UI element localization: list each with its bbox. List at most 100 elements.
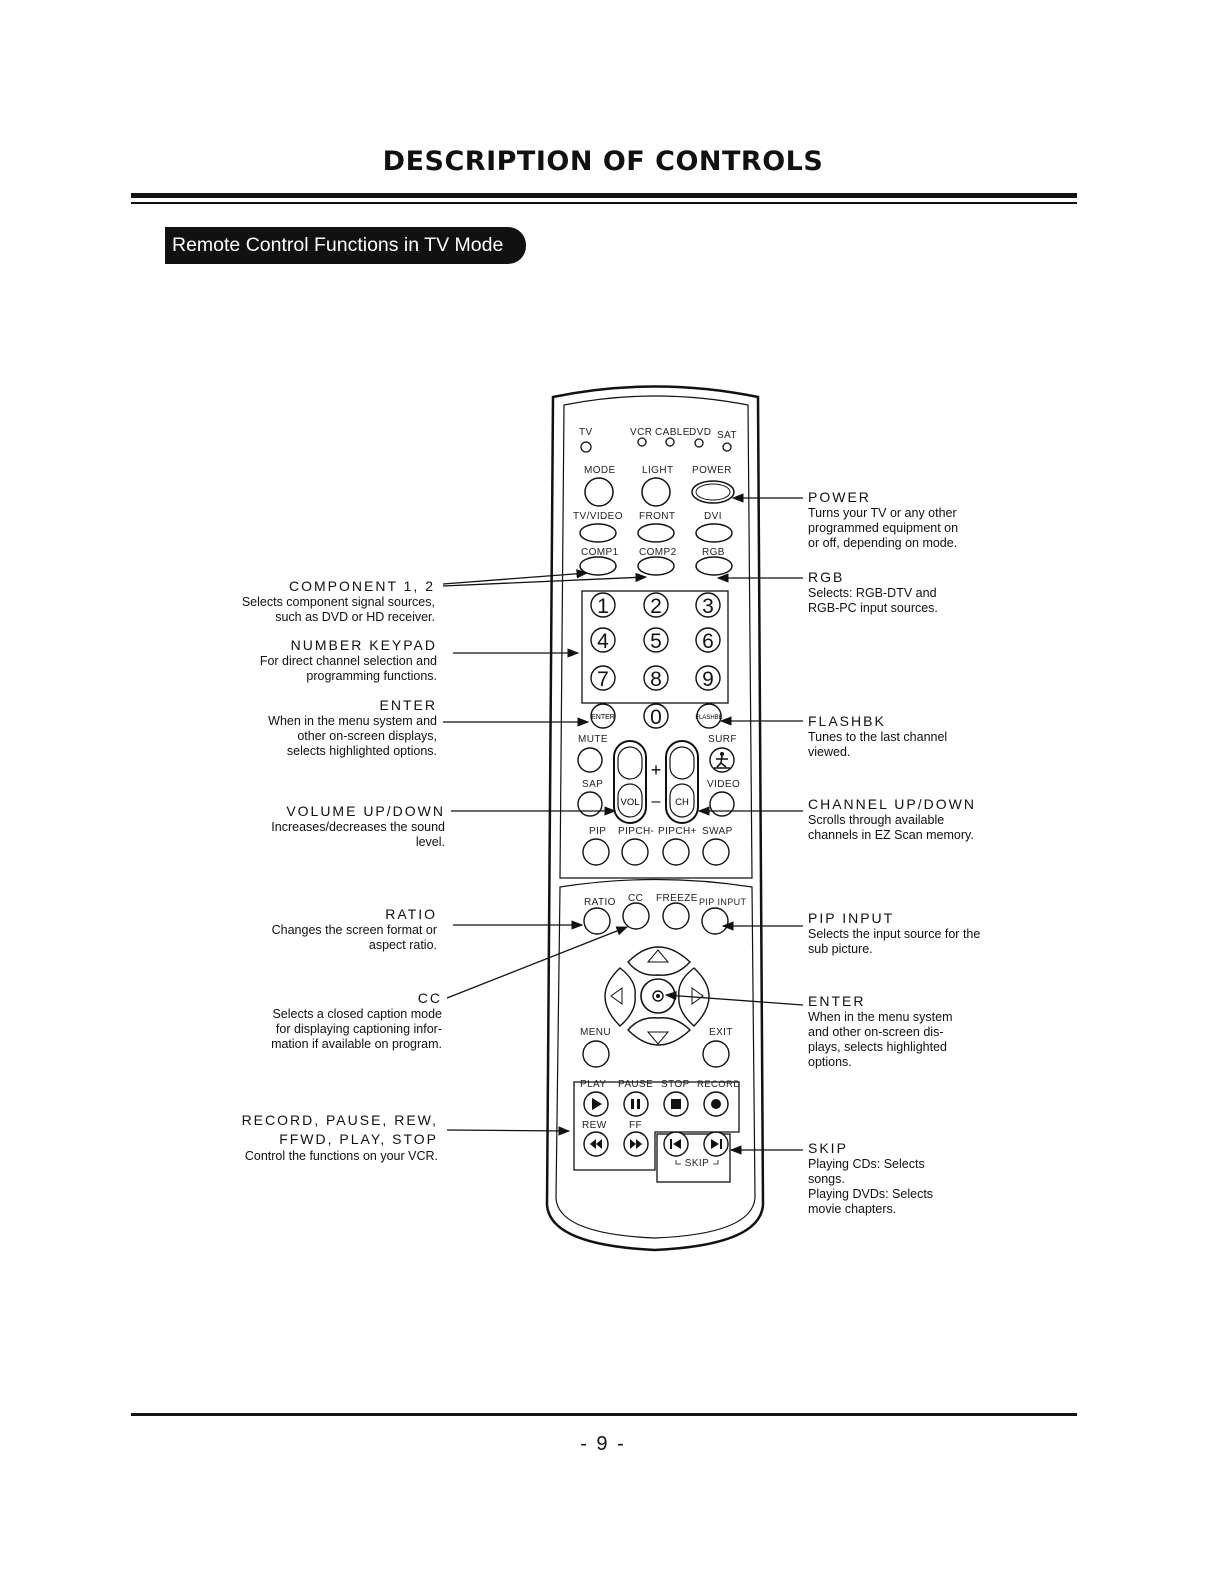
freeze-button[interactable]	[662, 902, 690, 930]
callout-volume-desc: Increases/decreases the sound level.	[271, 820, 445, 849]
record-label: RECORD	[697, 1079, 741, 1090]
key-4-label: 4	[597, 630, 609, 653]
swap-label: SWAP	[702, 826, 733, 837]
exit-button[interactable]	[702, 1040, 730, 1068]
key-1[interactable]	[590, 592, 616, 618]
callout-cc: CC Selects a closed caption mode for dis…	[271, 990, 442, 1052]
power-button[interactable]	[691, 480, 735, 504]
menu-button[interactable]	[582, 1040, 610, 1068]
vol-up-button[interactable]	[617, 746, 643, 780]
cable-mode-led[interactable]	[665, 437, 675, 447]
callout-power: POWER Turns your TV or any other program…	[808, 489, 958, 551]
key-9-label: 9	[702, 668, 714, 691]
plus-sign: +	[651, 760, 662, 780]
swap-button[interactable]	[702, 838, 730, 866]
tv-video-button[interactable]	[579, 523, 617, 543]
power-button-inner	[695, 483, 731, 501]
callout-skip: SKIP Playing CDs: Selects songs. Playing…	[808, 1140, 933, 1217]
sat-mode-led[interactable]	[722, 442, 732, 452]
callout-ratio-title: RATIO	[385, 906, 437, 922]
arrow-component-2	[442, 572, 648, 587]
comp1-button[interactable]	[579, 556, 617, 576]
comp2-button[interactable]	[637, 556, 675, 576]
callout-keypad-desc: For direct channel selection and program…	[259, 654, 437, 683]
key-4[interactable]	[590, 627, 616, 653]
key-3[interactable]	[695, 592, 721, 618]
rgb-button[interactable]	[695, 556, 733, 576]
vcr-mode-led[interactable]	[637, 437, 647, 447]
cc-button[interactable]	[622, 902, 650, 930]
mode-button[interactable]	[584, 477, 614, 507]
callout-arrows	[442, 493, 804, 1155]
key-6-label: 6	[702, 630, 714, 653]
dvi-button[interactable]	[695, 523, 733, 543]
ratio-button[interactable]	[583, 907, 611, 935]
pipch-plus-button[interactable]	[662, 838, 690, 866]
key-3-label: 3	[702, 595, 714, 618]
key-9[interactable]	[695, 665, 721, 691]
nav-down-button[interactable]	[627, 1017, 692, 1046]
sap-label: SAP	[582, 779, 603, 790]
light-button[interactable]	[641, 477, 671, 507]
callout-rgb: RGB Selects: RGB-DTV and RGB-PC input so…	[808, 569, 938, 616]
surfer-icon	[714, 752, 730, 769]
pip-input-button[interactable]	[701, 907, 729, 935]
navigation-pad	[604, 946, 710, 1046]
rgb-label: RGB	[702, 547, 725, 558]
front-button[interactable]	[637, 523, 675, 543]
key-5[interactable]	[643, 627, 669, 653]
callout-enter-right-title: ENTER	[808, 993, 866, 1009]
comp1-label: COMP1	[581, 547, 619, 558]
nav-up-button[interactable]	[627, 946, 691, 976]
enter-key[interactable]	[590, 703, 616, 729]
callout-channel-desc: Scrolls through available channels in EZ…	[808, 813, 974, 842]
pipch-minus-button[interactable]	[621, 838, 649, 866]
nav-left-button[interactable]	[604, 967, 636, 1027]
flashbk-key-label: FLASHBK	[695, 715, 722, 721]
ch-up-button[interactable]	[669, 746, 695, 780]
key-6[interactable]	[695, 627, 721, 653]
key-7[interactable]	[590, 665, 616, 691]
number-keypad: 1 2 3 4 5 6 7 8 9 0	[590, 592, 721, 729]
dvd-mode-led[interactable]	[694, 438, 704, 448]
ch-label: CH	[675, 797, 689, 808]
footer-rule	[131, 1413, 1077, 1416]
callout-flashbk-title: FLASHBK	[808, 713, 886, 729]
tv-video-label: TV/VIDEO	[573, 511, 623, 522]
callout-enter-left: ENTER When in the menu system and other …	[268, 697, 437, 759]
vol-down-button[interactable]	[617, 783, 643, 818]
key-2-label: 2	[650, 595, 662, 618]
ch-down-button[interactable]	[669, 783, 695, 818]
light-label: LIGHT	[642, 465, 673, 476]
pause-icon	[631, 1099, 640, 1109]
key-8[interactable]	[643, 665, 669, 691]
vcr-transport-controls: PLAY PAUSE STOP RECORD REW FF	[573, 1079, 741, 1183]
header-rule-thick	[131, 193, 1077, 198]
header-rule-thin	[131, 202, 1077, 204]
pause-button[interactable]	[623, 1091, 649, 1117]
pip-input-label: PIP INPUT	[699, 897, 747, 907]
tv-mode-label: TV	[579, 427, 593, 438]
page-number: - 9 -	[580, 1433, 626, 1455]
sap-button[interactable]	[577, 791, 603, 817]
flashbk-key[interactable]	[696, 703, 722, 729]
callout-cc-desc: Selects a closed caption mode for displa…	[271, 1007, 442, 1051]
tv-mode-led[interactable]	[580, 441, 592, 453]
page-title: DESCRIPTION OF CONTROLS	[382, 146, 824, 177]
callout-ratio-desc: Changes the screen format or aspect rati…	[271, 923, 437, 952]
callout-vcr: RECORD, PAUSE, REW, FFWD, PLAY, STOP Con…	[242, 1111, 438, 1164]
video-button[interactable]	[709, 791, 735, 817]
comp2-label: COMP2	[639, 547, 677, 558]
callout-keypad: NUMBER KEYPAD For direct channel selecti…	[260, 637, 437, 684]
pip-button[interactable]	[582, 838, 610, 866]
key-2[interactable]	[643, 592, 669, 618]
cc-label: CC	[628, 893, 643, 904]
callout-ratio: RATIO Changes the screen format or aspec…	[272, 906, 437, 953]
key-0[interactable]	[643, 703, 669, 729]
mute-button[interactable]	[577, 747, 603, 773]
menu-label: MENU	[580, 1027, 611, 1038]
section-tab: Remote Control Functions in TV Mode	[165, 227, 526, 264]
callout-power-desc: Turns your TV or any other programmed eq…	[808, 506, 959, 550]
arrow-vcr	[446, 1126, 571, 1136]
